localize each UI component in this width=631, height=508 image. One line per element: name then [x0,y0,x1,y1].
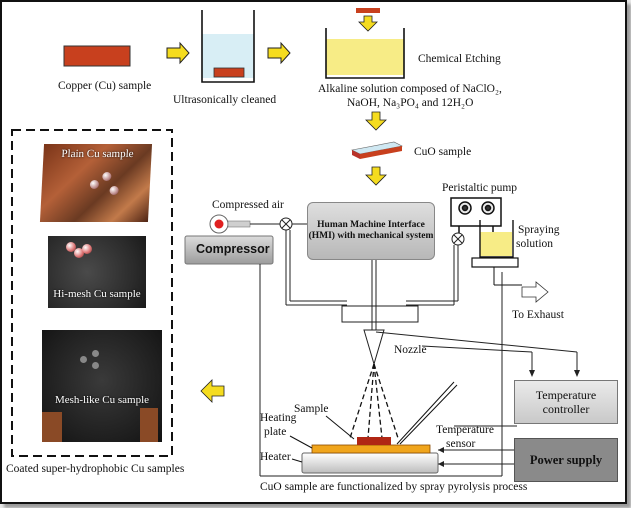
compressor-body [184,235,274,265]
sample-label: Sample [294,403,329,415]
temp-sensor-label-line1: Temperature [436,424,494,436]
plain-cu-sample-label: Plain Cu sample [61,148,134,160]
meshlike-cu-sample-label: Mesh-like Cu sample [54,394,150,406]
hmi-box: Human Machine Interface (HMI) with mecha… [307,202,435,260]
cuo-sample-label: CuO sample [414,146,472,158]
power-supply-label: Power supply [529,453,603,467]
samples-caption: Coated super-hydrophobic Cu samples [6,463,185,475]
compressed-air-label: Compressed air [212,199,284,211]
sample-on-plate [357,437,391,445]
flow-arrow-2 [267,41,291,65]
ultrasonic-label: Ultrasonically cleaned [173,94,277,106]
samples-dashed-box [11,129,173,457]
temp-sensor-label-line2: sensor [446,438,476,450]
himesh-cu-sample-photo: Hi-mesh Cu sample [48,236,146,308]
spraying-label-line2: solution [516,238,554,250]
power-supply-box: Power supply [514,438,618,482]
flow-arrow-4 [365,166,387,186]
nozzle-label: Nozzle [394,344,427,356]
heater-label: Heater [260,451,291,463]
water-droplet-icon [109,186,119,195]
peristaltic-pump [450,197,502,247]
temperature-controller-label: Temperature controller [535,388,597,416]
spraying-label-line1: Spraying [518,224,560,236]
water-droplet-icon [89,180,100,189]
compressor-label: Compressor [196,242,270,256]
alkaline-label-line2: NaOH, Na₃PO₄ and 12H₂O [347,97,474,109]
water-droplet-icon [102,172,112,181]
flow-arrow-5 [200,379,225,403]
himesh-cu-sample-label: Hi-mesh Cu sample [53,288,141,300]
nozzle-assembly [341,245,459,366]
etching-label: Chemical Etching [418,53,501,65]
bottom-caption: CuO sample are functionalized by spray p… [260,481,528,493]
spray-cone [349,363,399,439]
hmi-label: Human Machine Interface (HMI) with mecha… [308,220,434,241]
water-droplet-icon [92,350,99,357]
ultrasonic-beaker [201,10,255,83]
heating-plate [311,444,431,454]
water-droplet-icon [92,362,99,369]
heater [301,452,439,474]
copper-sample-label: Copper (Cu) sample [58,80,152,92]
exhaust-label: To Exhaust [512,309,564,321]
spraying-solution-container [471,220,522,286]
peristaltic-pump-label: Peristaltic pump [442,182,518,194]
flow-arrow-3 [365,111,387,131]
water-droplet-icon [74,248,84,258]
water-droplet-icon [80,356,87,363]
copper-sample-plate [63,45,131,67]
etching-beaker [325,8,405,79]
temperature-controller-box: Temperature controller [514,380,618,424]
water-droplet-icon [66,242,76,252]
flow-arrow-1 [166,41,190,65]
exhaust-arrow [521,281,549,303]
plain-cu-sample-photo: Plain Cu sample [39,144,153,222]
diagram-graphics [11,8,580,477]
alkaline-label-line1: Alkaline solution composed of NaClO₂, [318,83,502,95]
cuo-sample-plate [351,141,403,159]
heating-plate-label-line1: Heating [260,412,297,424]
heating-plate-label-line2: plate [264,426,287,438]
meshlike-cu-sample-photo: Mesh-like Cu sample [42,330,162,442]
water-droplet-icon [82,244,92,254]
